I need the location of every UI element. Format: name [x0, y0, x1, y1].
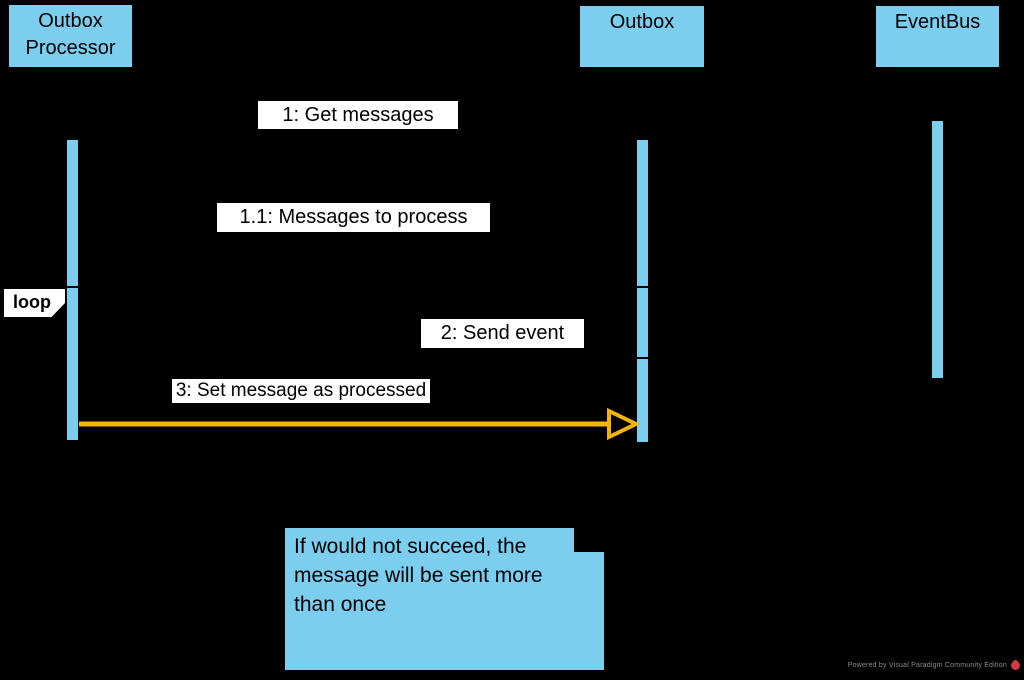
message-label-get-messages: 1: Get messages [258, 101, 458, 129]
note: If would not succeed, the message will b… [285, 528, 604, 670]
activation-bar-outbox-processor [66, 139, 79, 441]
activation-segment-divider [636, 286, 649, 288]
visual-paradigm-logo-icon [1009, 658, 1022, 672]
loop-operator-label: loop [4, 289, 65, 317]
actor-label: Outbox [609, 11, 675, 33]
message-label-send-event: 2: Send event [421, 319, 584, 348]
highlighted-message-arrow [79, 405, 641, 441]
message-label-set-message-processed: 3: Set message as processed [172, 379, 430, 403]
message-label-messages-to-process: 1.1: Messages to process [217, 203, 490, 232]
activation-bar-eventbus [931, 120, 944, 379]
actor-label: Outbox Processor [25, 10, 116, 59]
activation-segment-divider [636, 357, 649, 359]
watermark-text: Powered by Visual Paradigm Community Edi… [847, 661, 1007, 669]
open-arrowhead-icon [607, 407, 641, 441]
actor-box-outbox-processor: Outbox Processor [8, 4, 133, 68]
activation-bar-outbox [636, 139, 649, 443]
actor-box-eventbus: EventBus [875, 5, 1000, 68]
watermark: Powered by Visual Paradigm Community Edi… [830, 656, 1022, 674]
note-text: If would not succeed, the message will b… [294, 535, 543, 616]
activation-segment-divider [66, 286, 79, 288]
actor-label: EventBus [894, 11, 981, 33]
actor-box-outbox: Outbox [579, 5, 705, 68]
arrow-graphic [79, 407, 641, 441]
